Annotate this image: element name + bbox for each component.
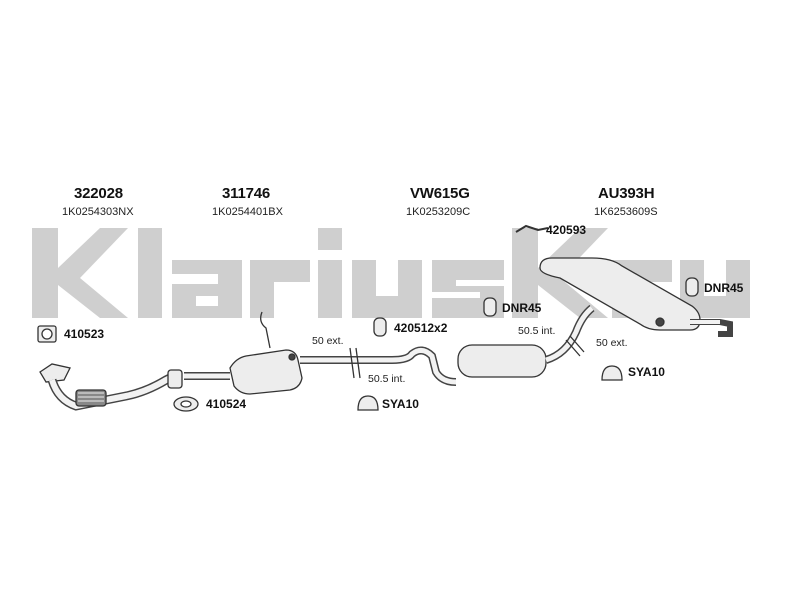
oem-number-322028: 1K0254303NX [62, 206, 134, 218]
accessory-label-420512: 420512x2 [394, 321, 448, 335]
note-50-5-int-right: 50.5 int. [518, 325, 556, 337]
part-number-322028: 322028 [74, 185, 123, 202]
note-50-ext-left: 50 ext. [312, 335, 344, 347]
accessory-label-sya10-right: SYA10 [628, 365, 665, 379]
oem-number-au393h: 1K6253609S [594, 206, 658, 218]
note-50-5-int-left: 50.5 int. [368, 373, 406, 385]
joint-markers [349, 335, 585, 379]
part-number-311746: 311746 [222, 185, 271, 202]
catalyst-311746 [184, 311, 352, 395]
brand-watermark [32, 228, 750, 318]
note-50-ext-right: 50 ext. [596, 337, 628, 349]
part-number-au393h: AU393H [598, 185, 655, 202]
rear-silencer-au393h [539, 257, 733, 337]
accessory-label-420593: 420593 [546, 223, 587, 237]
accessory-label-sya10-mid: SYA10 [382, 397, 419, 411]
center-section-vw615g [352, 304, 595, 386]
oem-number-vw615g: 1K0253209C [406, 206, 471, 218]
oem-number-311746: 1K0254401BX [212, 206, 283, 218]
accessory-icons [37, 224, 699, 412]
part-number-vw615g: VW615G [410, 185, 470, 202]
front-pipe-322028 [39, 363, 183, 411]
accessory-label-dnr45-right: DNR45 [704, 281, 744, 295]
accessory-label-410523: 410523 [64, 327, 105, 341]
accessory-label-dnr45-mid: DNR45 [502, 301, 542, 315]
accessory-label-410524: 410524 [206, 397, 247, 411]
